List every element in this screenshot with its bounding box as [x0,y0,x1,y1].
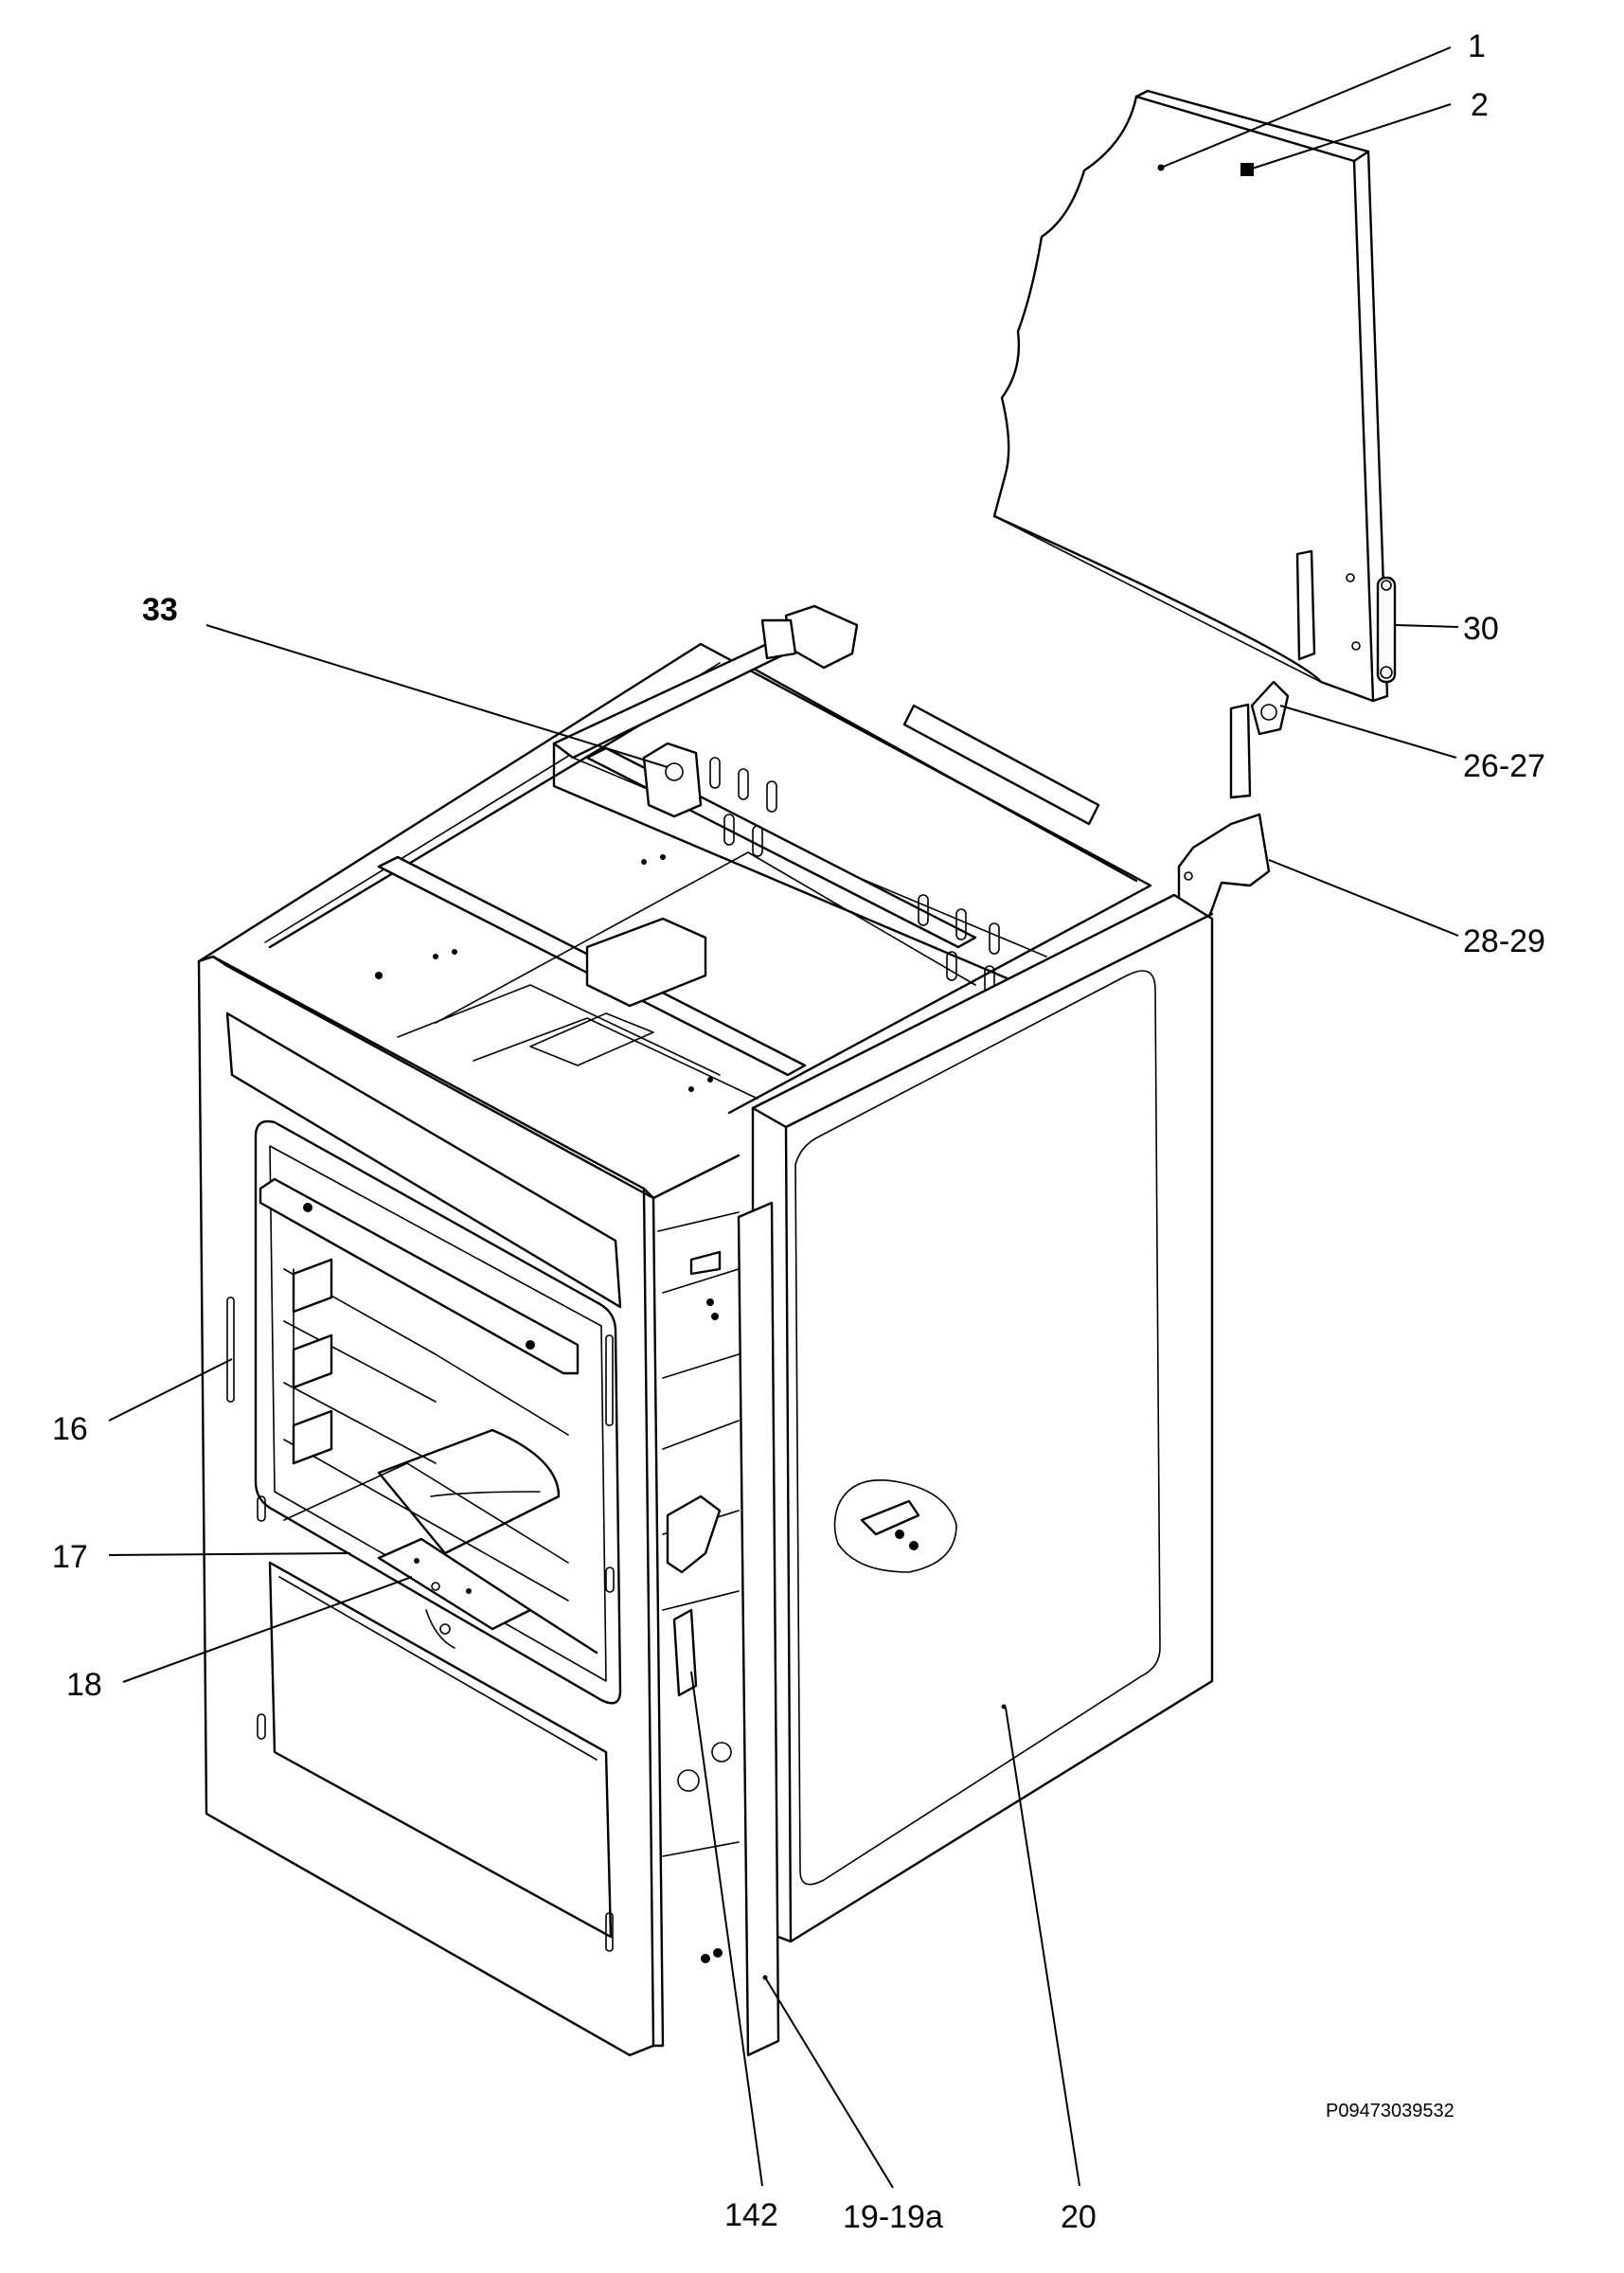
leader-20 [1005,1707,1080,2187]
callout-17: 17 [52,1539,88,1575]
callout-1: 1 [1468,28,1486,64]
cabinet-top-frame [197,604,1152,1115]
seal-strip [737,1201,780,2057]
leader-19-19a [764,1977,894,2189]
leader-1 [1160,46,1452,169]
callout-labels: 1 2 30 26-27 28-29 33 16 17 18 142 19-19… [52,28,1545,2235]
callout-142: 142 [724,2197,778,2233]
terminal-plate [672,1608,698,1697]
leader-16 [108,1358,233,1422]
callout-30: 30 [1463,611,1499,647]
callout-18: 18 [66,1667,102,1703]
drawing-code: P09473039532 [1326,2101,1454,2121]
callout-28-29: 28-29 [1463,923,1545,959]
leader-2 [1245,103,1452,171]
leader-lines [108,46,1459,2189]
oven-interior [259,1177,598,1655]
top-panel [992,89,1389,703]
callout-2: 2 [1471,87,1489,123]
leader-142 [690,1671,763,2187]
leader-26-27 [1279,705,1457,759]
callout-26-27: 26-27 [1463,748,1545,784]
hinge-roller [1250,680,1290,736]
hinge-link [1376,576,1397,684]
oven-body [651,1154,741,1963]
cutaway-detail [833,1479,957,1573]
callout-19-19a: 19-19a [843,2199,943,2235]
leader-17 [108,1552,351,1556]
callout-33: 33 [142,592,178,628]
callout-16: 16 [52,1411,88,1447]
front-frame [197,955,665,2057]
callout-20: 20 [1061,2199,1097,2235]
leader-30 [1395,624,1459,628]
leader-18 [122,1576,413,1683]
leader-33 [205,624,669,768]
side-panel [751,893,1214,1943]
leader-28-29 [1268,859,1459,937]
